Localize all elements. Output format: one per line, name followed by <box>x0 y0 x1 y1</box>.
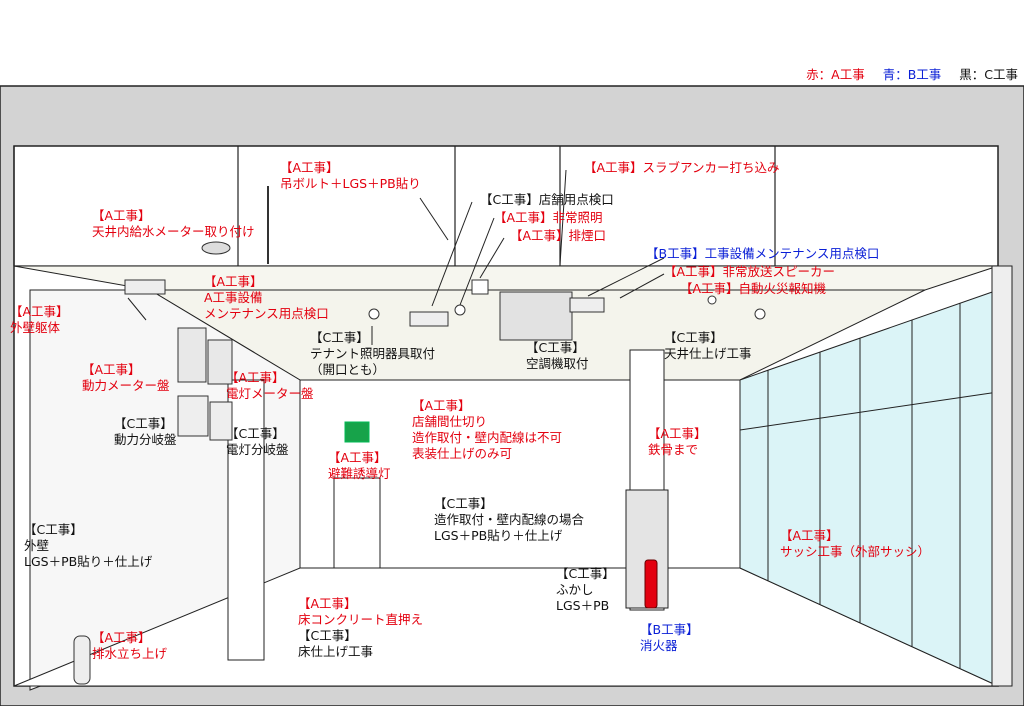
ac-unit <box>499 291 573 341</box>
water-meter <box>201 241 231 255</box>
fire-extinguisher-shape <box>644 559 658 609</box>
light-fixture-1 <box>368 308 380 320</box>
label-smoke-exhaust: 【A工事】排煙口 <box>510 228 607 243</box>
leader-lines <box>127 169 665 345</box>
light-fixture-3 <box>754 308 766 320</box>
label-shop-inspection-port: 【C工事】店舗用点検口 <box>480 192 614 207</box>
label-ceiling-water-meter: 【A工事】天井内給水メーター取り付け <box>92 208 255 239</box>
light-branch-panel <box>209 401 233 441</box>
label-steel-frame: 【A工事】鉄骨まで <box>648 426 707 457</box>
light-meter-panel <box>207 339 233 385</box>
exit-sign <box>344 421 370 443</box>
inspection-port-3 <box>569 297 605 313</box>
label-power-meter: 【A工事】動力メーター盤 <box>82 362 170 393</box>
label-floor-concrete: 【A工事】床コンクリート直押え <box>298 596 424 627</box>
label-pipe-bolt: 【A工事】吊ボルト＋LGS＋PB貼り <box>280 160 421 191</box>
label-drain-riser: 【A工事】排水立ち上げ <box>92 630 168 661</box>
label-ceiling-finish: 【C工事】天井仕上げ工事 <box>664 330 752 361</box>
label-emergency-light: 【A工事】非常照明 <box>494 210 603 225</box>
legend: 赤：A工事 青：B工事 黒：C工事 <box>792 64 1018 83</box>
legend-blue: 青：B工事 <box>882 67 942 82</box>
legend-black: 黒：C工事 <box>959 67 1018 82</box>
inspection-port-1 <box>124 279 166 295</box>
left-pillar <box>227 379 265 661</box>
label-shop-partition: 【A工事】店舗間仕切り造作取付・壁内配線は不可表装仕上げのみ可 <box>412 398 563 461</box>
label-evacuation-light: 【A工事】避難誘導灯 <box>328 450 391 481</box>
drain-pipe <box>73 635 91 685</box>
label-b-maintenance-port: 【B工事】工事設備メンテナンス用点検口 <box>646 246 880 261</box>
label-exterior-frame: 【A工事】外壁躯体 <box>10 304 69 335</box>
label-slab-anchor: 【A工事】スラブアンカー打ち込み <box>584 160 780 175</box>
power-branch-panel <box>177 395 209 437</box>
label-sash: 【A工事】サッシ工事（外部サッシ） <box>780 528 931 559</box>
speaker <box>707 295 717 305</box>
smoke-vent <box>471 279 489 295</box>
legend-red: 赤：A工事 <box>806 67 865 82</box>
label-tenant-light: 【C工事】テナント照明器具取付（開口とも） <box>310 330 436 377</box>
label-light-meter: 【A工事】電灯メーター盤 <box>226 370 314 401</box>
label-a-equipment-port: 【A工事】A工事設備メンテナンス用点検口 <box>204 274 329 321</box>
label-fire-alarm: 【A工事】自動火災報知機 <box>680 281 827 296</box>
right-column <box>991 265 1013 687</box>
label-floor-finish: 【C工事】床仕上げ工事 <box>298 628 374 659</box>
label-power-panel: 【C工事】動力分岐盤 <box>114 416 177 447</box>
power-meter-panel <box>177 327 207 383</box>
label-extinguisher: 【B工事】消火器 <box>640 622 699 653</box>
label-emergency-speaker: 【A工事】非常放送スピーカー <box>664 264 836 279</box>
light-fixture-2 <box>454 304 466 316</box>
inspection-port-2 <box>409 311 449 327</box>
sash-mullions <box>739 303 999 669</box>
door <box>333 477 381 569</box>
label-light-panel: 【C工事】電灯分岐盤 <box>226 426 289 457</box>
label-air-conditioner: 【C工事】空調機取付 <box>526 340 589 371</box>
